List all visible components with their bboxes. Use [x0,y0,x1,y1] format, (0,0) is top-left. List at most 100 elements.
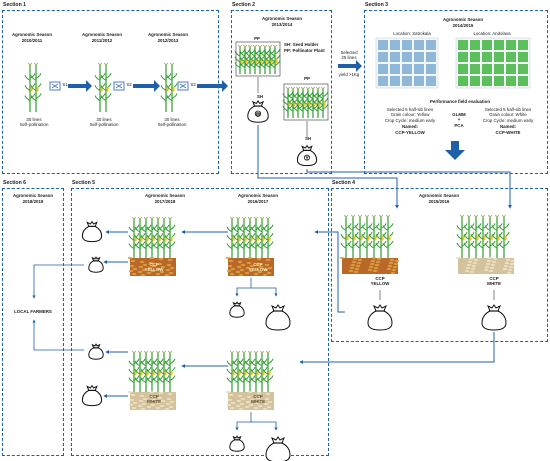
s4-sack-white-icon [481,304,507,331]
s1-stage3-plant-icon [160,62,172,112]
s4-field-yellow-grain [355,264,361,268]
s5-field-yellow-a-grain [169,266,175,270]
s5-large-sack-icon [265,436,291,461]
s3-location-a-grid-plot [426,64,436,74]
s5-field-white-a-grain [167,392,173,396]
s4-white-plant-icon [463,214,475,258]
s3-down-arrow-head [445,150,465,160]
s4-field-white-grain [484,265,490,269]
s4-field-yellow-grain [370,259,376,263]
s5-field-white-a-grain [160,399,166,403]
s5-field-white-b-grain [248,403,254,407]
s2-years: 2013/2014 [271,22,293,27]
s5-field-white-b-grain [237,394,243,398]
s3-location-b-grid-plot [518,76,528,86]
s4-field-white-grain [510,259,516,263]
s4-field-white-grain [509,262,515,266]
s5-field-yellow-a-grain [147,266,153,270]
s4-field-white-grain [487,256,493,260]
s5-output-sack-icon [88,343,104,360]
s5-field-white-a-grain [164,407,170,411]
s1-arrow-2-head [154,80,160,92]
s2-plant-icon [302,86,314,118]
s4-field-yellow-grain [339,256,345,260]
s5-field-white-b-grain [227,398,233,402]
s2-legend-pp: PP: Pollinator Plant [284,48,325,53]
s5-field-yellow-b-grain [246,261,252,265]
s4-field-white-grain [483,268,489,272]
s5-field-yellow-b-grain [267,266,273,270]
s4-field-white-grain [473,258,479,262]
s2-plant-icon [239,44,251,74]
section-6-box [2,188,64,456]
s3-location-a-grid-plot [378,52,388,62]
s1-stage3-plant-icon [166,62,178,112]
s3-right-named: Named: [499,124,517,129]
s6-season: Agronomic Season [12,193,53,198]
s5-yellow-plant-icon [232,216,244,258]
s5-field-white-a-grain [141,402,147,406]
s5-field-yellow-b-grain [244,271,250,275]
s1-stage1-plant-icon [24,62,36,112]
s5-field-white-b-grain [264,397,270,401]
s3-location-b-grid-plot [506,52,516,62]
s4-right-label: CCP WHITE [486,276,502,287]
s5-field-white-b-grain [239,402,245,406]
s3-location-a-grid-plot [378,40,388,50]
s5-yellow-plant-icon [256,216,268,258]
s5-white-plant-icon [146,350,158,392]
s5-field-yellow-a-grain [166,263,172,267]
s4-field-yellow-grain [348,269,354,273]
s2-plant-icon [264,44,276,74]
s4-field-yellow-grain [351,260,357,264]
s4-field-white-grain [472,261,478,265]
section-3-box [364,10,548,174]
s3-season: Agronomic Season [442,17,483,22]
s2-to-s4-white-arrow [306,169,512,209]
s5-small-sack-icon [229,301,245,318]
s4-field-yellow-grain [349,266,355,270]
s5-field-yellow-b-grain [247,256,253,260]
s2-sack-w-letter: W [256,112,261,118]
s2-sh-label-1: SH [256,94,264,99]
s5-field-white-b-grain [228,393,234,397]
s5-field-white-b-grain [258,399,264,403]
s3-location-b-grid-plot [494,40,504,50]
s3-location-b-grid-plot [518,52,528,62]
s5-field-yellow-b-grain [254,267,260,271]
s4-field-yellow-grain [372,269,378,273]
transfer-yield: yield >1Kg [338,72,360,77]
s2-plant-icon [282,86,294,118]
s1-arrow-3-head [222,80,228,92]
s5-season-a: Agronomic Season [144,193,185,198]
s5-field-white-b-grain [240,397,246,401]
s5-output-sack-icon [81,220,103,243]
s3-location-a-grid-plot [390,76,400,86]
s4-field-yellow-grain [393,262,399,266]
s4-field-white-grain [492,257,498,261]
s5-field-yellow-a-grain [150,269,156,273]
s5-field-white-a-grain [138,399,144,403]
s5-white-plant-icon [140,350,152,392]
s5-years-b: 2016/2017 [247,199,269,204]
s4-yellow-plant-icon [340,214,352,258]
s5-yellow-plant-icon [152,216,164,258]
s3-right-text: Selected 5 half-sib lines Grain colour: … [482,107,534,123]
s5-field-white-b-grain [230,401,236,405]
s5-field-yellow-b-grain [258,265,264,269]
s2-sack-y-letter: Y [305,156,309,162]
s5-field-yellow-a-grain [137,270,143,274]
s4-field-white-grain [467,260,473,264]
s5-field-white-b-grain [256,391,262,395]
s5-field-yellow-a-grain [131,272,137,276]
s1-stage1-info: 30 lines Self-pollination [19,117,49,128]
s5-field-yellow-b-grain [264,263,270,267]
s1-step-3: S3 [190,82,196,87]
s5-yellow-plant-icon [146,216,158,258]
section-1-label: Section 1 [3,2,27,8]
s3-years: 2014/2015 [452,23,474,28]
s5-field-white-b-grain [263,402,269,406]
section-6-label: Section 6 [3,180,27,186]
s5-field-white-a-grain [156,401,162,405]
s4-field-yellow-grain [354,267,360,271]
